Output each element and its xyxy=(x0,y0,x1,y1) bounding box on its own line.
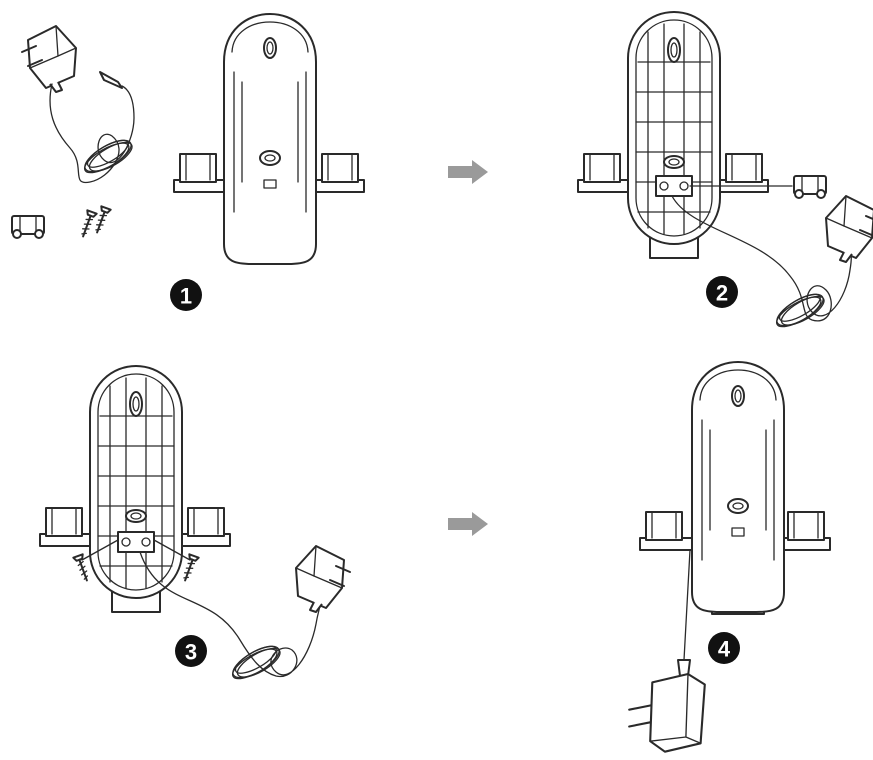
step-4-panel: 4 xyxy=(628,361,831,753)
doorbell-device xyxy=(223,13,317,265)
step-badge: 1 xyxy=(170,279,202,311)
step-number: 3 xyxy=(185,640,197,665)
adapter-cable xyxy=(683,549,691,661)
dc-plug xyxy=(99,71,123,89)
step-number: 1 xyxy=(180,284,192,309)
right-arrow-icon xyxy=(448,512,488,536)
mounting-bracket xyxy=(11,215,45,239)
power-adapter xyxy=(295,545,351,613)
step-1-panel: 1 xyxy=(11,13,365,311)
screws xyxy=(77,205,112,240)
power-adapter xyxy=(21,25,77,93)
adapter-cable xyxy=(49,83,135,184)
mounting-bracket xyxy=(793,175,827,199)
step-number: 2 xyxy=(716,281,728,306)
screw-left xyxy=(72,553,93,584)
wire-terminals xyxy=(655,175,693,197)
step-number: 4 xyxy=(718,637,731,662)
guide-lines xyxy=(81,539,191,561)
step-badge: 3 xyxy=(175,635,207,667)
wire-terminals xyxy=(117,531,155,553)
step-badge: 2 xyxy=(706,276,738,308)
grid-backplate xyxy=(89,365,183,599)
doorbell-device xyxy=(691,361,785,613)
screw-right xyxy=(179,553,200,584)
step-badge: 4 xyxy=(708,632,740,664)
adapter-cable xyxy=(671,195,852,322)
power-adapter xyxy=(825,195,873,263)
adapter-cable xyxy=(139,551,321,678)
grid-backplate xyxy=(627,11,721,245)
step-3-panel: 3 xyxy=(39,365,351,685)
power-adapter xyxy=(628,672,706,753)
step-2-panel: 2 xyxy=(577,11,873,333)
right-arrow-icon xyxy=(448,160,488,184)
